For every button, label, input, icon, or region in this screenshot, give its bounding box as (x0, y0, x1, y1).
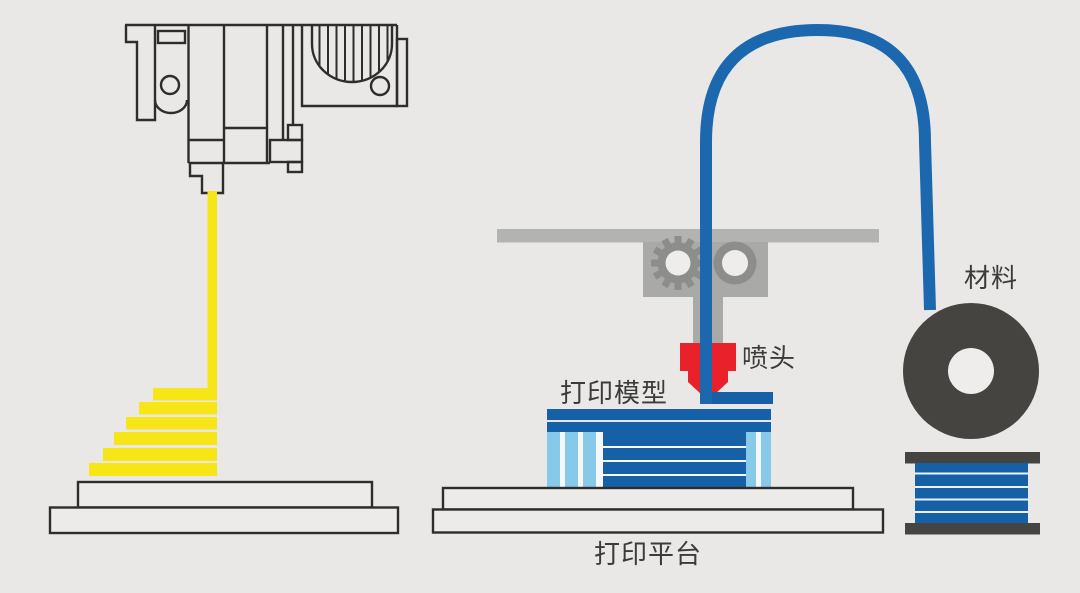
support-stripe (547, 432, 560, 488)
model-layer (603, 476, 746, 488)
filament-strand (207, 191, 217, 389)
support-stripe (583, 432, 596, 488)
deposited-filament (89, 191, 217, 476)
extruder-motor-hatching (318, 25, 389, 82)
support-stripe (565, 432, 578, 488)
filament-layer (103, 448, 217, 461)
feed-gear-icon (651, 236, 705, 290)
model-layer-in-progress (701, 392, 773, 404)
left-print-platform (48, 480, 400, 535)
nozzle-label: 喷头 (742, 343, 797, 373)
material-label: 材料 (964, 263, 1019, 293)
spool-flange (905, 523, 1040, 535)
model-layer (603, 448, 746, 460)
model-layer (603, 462, 746, 474)
extruder-motor-hole (369, 75, 391, 97)
filament-layer (153, 388, 217, 401)
support-stripe (761, 432, 771, 488)
filament-layer (139, 402, 217, 415)
extruder-motor-dome (310, 25, 394, 84)
right-print-platform (431, 486, 885, 534)
filament-layer (89, 463, 217, 476)
model-layer (603, 432, 746, 446)
spool-windings (915, 463, 1028, 523)
filament-feed-tube (700, 23, 936, 404)
gantry-bar (497, 229, 879, 243)
spool-flange (905, 452, 1040, 464)
filament-layer (114, 432, 217, 445)
extruder-nozzle-block (188, 163, 225, 195)
extruder-arc-bottom (153, 99, 189, 115)
extruder-motor-flange (395, 37, 409, 108)
printed-model-shape (547, 392, 773, 488)
extruder-technical-drawing (124, 23, 409, 195)
feed-roller-icon (713, 241, 757, 285)
support-stripe (746, 432, 756, 488)
extruder-left-hole (159, 74, 181, 96)
extruder-slot (156, 29, 187, 45)
filament-layer (126, 417, 217, 430)
model-layer (547, 409, 771, 420)
print-platform-label: 打印平台 (594, 539, 703, 569)
material-spool-top-view (903, 303, 1039, 439)
model-layer (547, 422, 771, 432)
material-spool-side-view (905, 452, 1040, 535)
printed-model-label: 打印模型 (560, 378, 669, 408)
